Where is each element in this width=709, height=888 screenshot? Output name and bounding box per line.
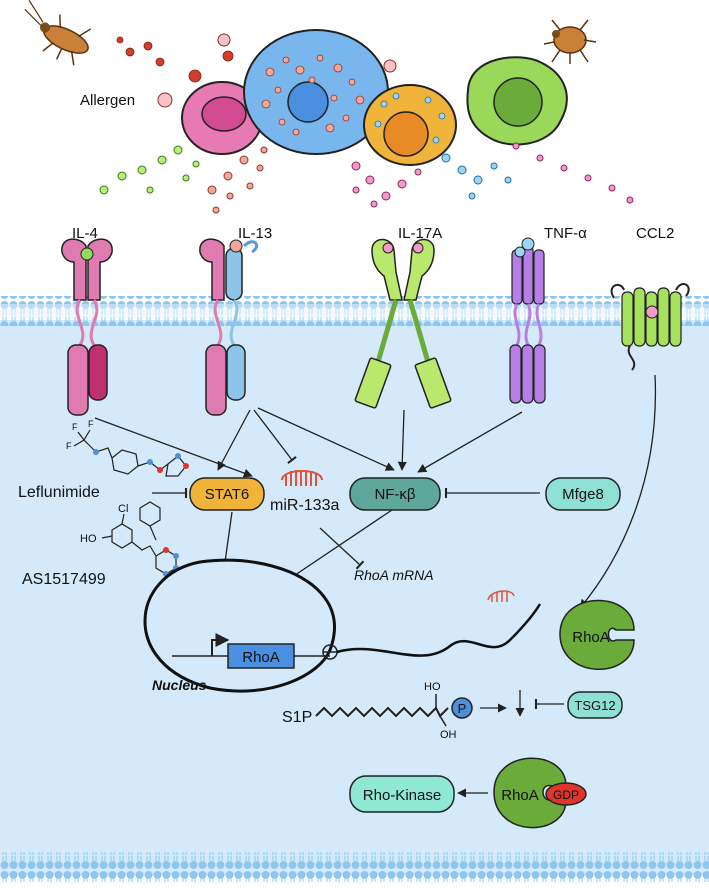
- mir-133a-label: miR-133a: [270, 497, 339, 514]
- allergen-particles: [116, 33, 397, 108]
- nfkb-node: NF-κβ: [349, 477, 441, 511]
- pathway-arrows: [94, 374, 657, 798]
- cytokine-dots: [99, 142, 634, 214]
- chem-ho: HO: [80, 533, 97, 545]
- tnfa-receptor: [509, 237, 546, 404]
- mfge8-label: Mfge8: [562, 486, 604, 503]
- mirna-icon: [281, 470, 323, 486]
- rho-kinase-node: Rho-Kinase: [349, 775, 455, 813]
- rhoa-protein-label: RhoA: [572, 629, 610, 646]
- rhoa-mrna-label: RhoA mRNA: [354, 567, 434, 583]
- label-ccl2: CCL2: [636, 225, 674, 242]
- tsg12-node: TSG12: [567, 691, 623, 719]
- il13-receptor: [199, 238, 258, 416]
- rhoa-gdp-label: RhoA: [501, 787, 539, 804]
- label-il4: IL-4: [72, 225, 98, 242]
- rho-kinase-label: Rho-Kinase: [363, 787, 441, 804]
- immune-cells: [181, 29, 568, 166]
- nucleus: RhoA Nucleus: [143, 558, 338, 693]
- s1p-structure: P: [315, 694, 473, 727]
- label-il17a: IL-17A: [398, 225, 442, 242]
- il4-receptor: [61, 238, 113, 416]
- as1517499-label: AS1517499: [22, 571, 106, 588]
- label-tnfa: TNF-α: [544, 225, 587, 242]
- il17a-receptor: [354, 238, 452, 409]
- dust-mite-icon: [543, 19, 597, 64]
- mfge8-node: Mfge8: [545, 477, 621, 511]
- chem-f-1: F: [72, 422, 78, 432]
- rhoa-mrna-strand: [336, 603, 542, 657]
- pink-immune-cell: [181, 81, 263, 155]
- rhoa-gdp-complex: RhoA GDP: [493, 757, 587, 829]
- gdp-label: GDP: [553, 788, 579, 802]
- s1p-oh-label: OH: [440, 729, 457, 741]
- ccl2-gpcr-receptor: [610, 283, 690, 371]
- stat6-label: STAT6: [205, 486, 249, 503]
- allergen-label: Allergen: [80, 92, 135, 109]
- phosphate-label: P: [458, 701, 467, 716]
- nfkb-label: NF-κβ: [374, 486, 415, 503]
- as1517499-structure: [101, 501, 179, 577]
- leflunimide-label: Leflunimide: [18, 484, 100, 501]
- tsg12-label: TSG12: [574, 698, 615, 713]
- mrna-mirna-icon: [487, 590, 515, 602]
- lower-membrane: [0, 852, 709, 882]
- chem-f-3: F: [66, 441, 72, 451]
- rhoa-gene-label: RhoA: [242, 649, 280, 666]
- chem-f-2: F: [88, 419, 94, 429]
- stat6-node: STAT6: [189, 477, 265, 511]
- leflunimide-structure: [73, 429, 189, 477]
- orange-immune-cell: [363, 84, 457, 166]
- cockroach-icon: [24, 0, 92, 66]
- rhoa-protein: RhoA: [559, 599, 635, 670]
- s1p-ho-label: HO: [424, 681, 441, 693]
- chem-cl: Cl: [118, 503, 128, 515]
- blue-mast-cell: [243, 29, 389, 155]
- nucleus-label: Nucleus: [152, 677, 207, 693]
- green-immune-cell: [466, 56, 568, 146]
- label-il13: IL-13: [238, 225, 272, 242]
- s1p-label: S1P: [282, 709, 312, 726]
